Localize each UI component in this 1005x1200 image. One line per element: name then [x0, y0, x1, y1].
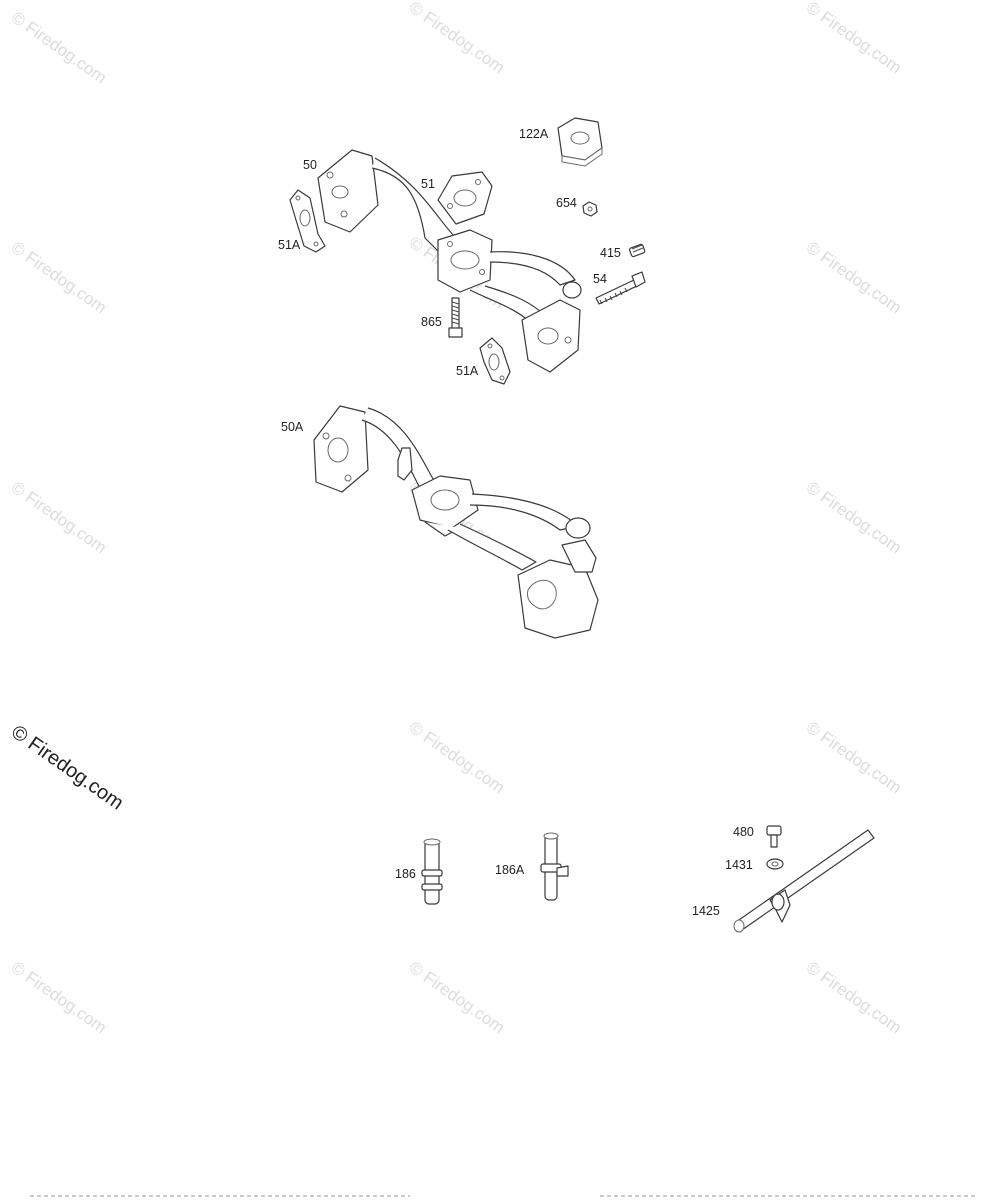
watermark: © Firedog.com	[8, 8, 110, 88]
callout-50: 50	[303, 158, 317, 172]
callout-865: 865	[421, 315, 442, 329]
callout-415: 415	[600, 246, 621, 260]
callout-54: 54	[593, 272, 607, 286]
spacer-122A	[557, 117, 603, 167]
callout-51: 51	[421, 177, 435, 191]
callout-480: 480	[733, 825, 754, 839]
watermark: © Firedog.com	[803, 478, 905, 558]
callout-51A-top: 51A	[278, 238, 301, 252]
intake-manifold-50	[317, 149, 582, 373]
callout-1431: 1431	[725, 858, 753, 872]
watermark: © Firedog.com	[803, 718, 905, 798]
bolt-865	[448, 297, 463, 338]
screw-415	[629, 243, 646, 258]
gasket-51A-left	[289, 189, 326, 253]
callout-51A-bottom: 51A	[456, 364, 479, 378]
intake-manifold-50A	[313, 405, 599, 639]
watermark: © Firedog.com	[406, 958, 508, 1038]
washer-1431	[766, 858, 784, 870]
dipstick-tube-1425	[733, 829, 875, 933]
watermark: © Firedog.com	[8, 958, 110, 1038]
dipstick-tube-186	[421, 838, 443, 905]
callout-186A: 186A	[495, 863, 525, 877]
nut-654	[582, 201, 598, 217]
watermark: © Firedog.com	[8, 238, 110, 318]
callout-654: 654	[556, 196, 577, 210]
gasket-51	[437, 171, 493, 225]
gasket-51A-bottom	[479, 337, 511, 385]
callout-186: 186	[395, 867, 416, 881]
dipstick-tube-186A	[540, 832, 569, 901]
callout-1425: 1425	[692, 904, 720, 918]
watermark: © Firedog.com	[803, 238, 905, 318]
watermark: © Firedog.com	[803, 0, 905, 77]
screw-480	[766, 825, 782, 848]
watermark: © Firedog.com	[8, 478, 110, 558]
callout-labels: 122A 50 51 654 51A 415 54 865 51A 50A 18…	[278, 127, 754, 918]
bolt-54	[595, 271, 646, 305]
watermark: © Firedog.com	[406, 0, 508, 77]
copyright-notice: © Firedog.com	[7, 721, 127, 814]
watermark: © Firedog.com	[803, 958, 905, 1038]
watermark: © Firedog.com	[406, 718, 508, 798]
callout-122A: 122A	[519, 127, 549, 141]
callout-50A: 50A	[281, 420, 304, 434]
